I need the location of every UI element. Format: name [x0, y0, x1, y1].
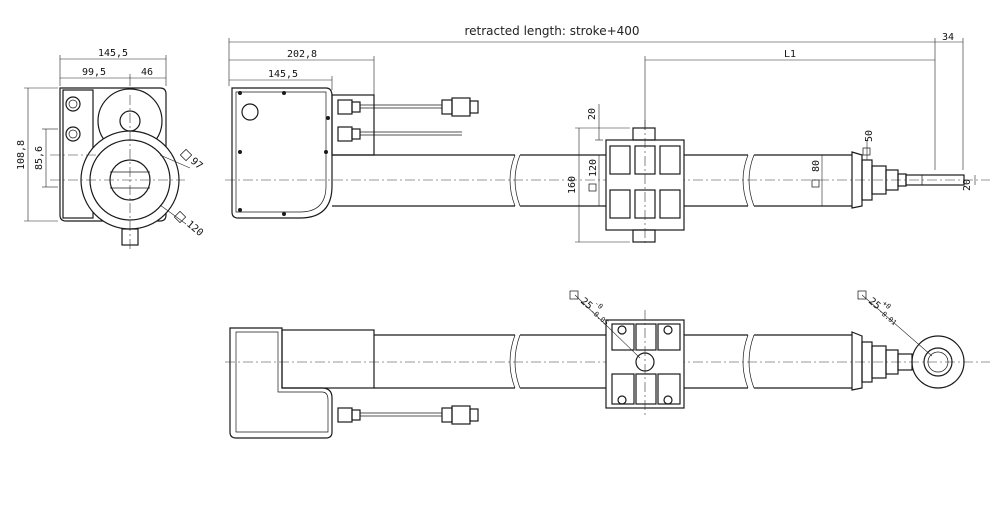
dim-stroke-l1: L1: [784, 49, 796, 60]
dim-tube-97: 97: [188, 156, 204, 172]
dim-rod-body: 80: [811, 160, 822, 172]
dim-front-height-inner: 85,6: [34, 146, 45, 170]
dim-trunnion-tol-top: -0: [593, 299, 605, 311]
dim-rod-nut: 50: [864, 130, 875, 142]
dim-motor-width: 202,8: [287, 49, 317, 60]
dim-clamp-height: 160: [567, 176, 578, 194]
dim-rod-end: 20: [962, 179, 973, 191]
dim-clamp-bore: 120: [588, 159, 599, 177]
side-view-top: retracted length: stroke+400 34 L1 202,8…: [225, 24, 990, 245]
dim-clamp-top: 20: [587, 108, 598, 120]
dim-rod-eye-tol-top: +0: [881, 299, 893, 311]
dim-front-width: 145,5: [98, 48, 128, 59]
overall-length-label: retracted length: stroke+400: [464, 24, 639, 38]
front-view: 145,5 99,5 46 108,8 85,6 97 120: [16, 48, 205, 250]
dim-tube-120: 120: [184, 219, 205, 239]
dim-rod-extension: 34: [942, 32, 954, 43]
dim-front-right: 46: [141, 67, 153, 78]
dim-motor-inner: 145,5: [268, 69, 298, 80]
side-view-bottom: 25 -0 -0.05 25 +0 -0.01: [225, 290, 990, 439]
dim-front-height: 108,8: [16, 140, 27, 170]
dim-front-left: 99,5: [82, 67, 106, 78]
